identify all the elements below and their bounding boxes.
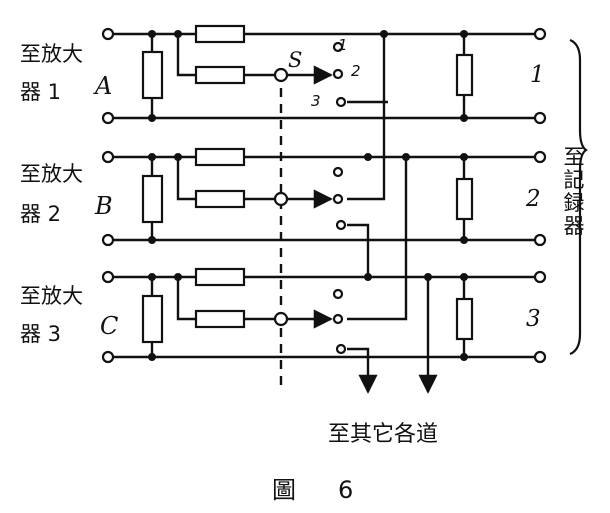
amplifier-2-label-line2: 器 2 bbox=[20, 202, 62, 226]
amplifier-3-label-line1: 至放大 bbox=[20, 284, 83, 308]
to-other-channels-label: 至其它各道 bbox=[328, 422, 439, 447]
ch2-output-bottom-junction bbox=[460, 236, 468, 244]
ch3-switch-pivot bbox=[273, 311, 289, 327]
ch2-shunt-bottom-junction bbox=[148, 236, 156, 244]
amplifier-3-label-line2: 器 3 bbox=[20, 322, 62, 346]
ch3-input-top-terminal bbox=[101, 270, 115, 284]
output-2-number: 2 bbox=[526, 186, 541, 212]
ch3-output-bottom-terminal bbox=[533, 350, 547, 364]
amplifier-2-label-line1: 至放大 bbox=[20, 162, 83, 186]
sw3-contact-2 bbox=[332, 313, 344, 325]
ch1-input-top-terminal bbox=[101, 27, 115, 41]
amplifier-1-label-line1: 至放大 bbox=[20, 42, 83, 66]
recorder-brace bbox=[569, 38, 588, 356]
switch-position-1-label: 1 bbox=[338, 36, 348, 54]
switch-position-2-label: 2 bbox=[351, 62, 361, 80]
sw2-contact-1 bbox=[332, 166, 344, 178]
ch3-series-resistor bbox=[194, 267, 246, 287]
ch3-output-top-terminal bbox=[533, 270, 547, 284]
ch2-shunt-top-junction bbox=[148, 153, 156, 161]
ch1-output-resistor bbox=[455, 53, 474, 97]
sw2-to-ch1-junction bbox=[380, 30, 388, 38]
sw3-contact-1 bbox=[332, 288, 344, 300]
ch1-branch-junction bbox=[174, 30, 182, 38]
ch2-output-top-junction bbox=[460, 153, 468, 161]
ch2-output-top-terminal bbox=[533, 150, 547, 164]
ch3-branch-junction bbox=[174, 273, 182, 281]
sw3-to-ch2-junction bbox=[402, 153, 410, 161]
output-1-number: 1 bbox=[530, 62, 545, 88]
sw2-contact-3-lead bbox=[347, 223, 370, 277]
sw3-contact-3 bbox=[335, 343, 347, 355]
ch2-branch-junction bbox=[174, 153, 182, 161]
output-3-number: 3 bbox=[526, 306, 541, 332]
ch3-output-bottom-junction bbox=[460, 353, 468, 361]
ch1-output-bottom-junction bbox=[460, 114, 468, 122]
sw3-contact-3-lead bbox=[347, 347, 378, 394]
sw2-contact-3 bbox=[335, 219, 347, 231]
sw1-contact-1 bbox=[332, 41, 344, 53]
amplifier-1-label-line2: 器 1 bbox=[20, 80, 62, 104]
channel-c-letter: C bbox=[100, 312, 119, 340]
ch2-series-resistor bbox=[194, 147, 246, 167]
ch1-series-resistor bbox=[194, 24, 246, 44]
ch1-shunt-top-junction bbox=[148, 30, 156, 38]
to-recorder-label: 至記録器 bbox=[563, 145, 585, 238]
ch1-output-top-terminal bbox=[533, 27, 547, 41]
ch3-shunt-bottom-junction bbox=[148, 353, 156, 361]
ch3-attenuator-resistor bbox=[194, 309, 246, 329]
ch3-input-bottom-terminal bbox=[101, 350, 115, 364]
ch2-output-bottom-terminal bbox=[533, 233, 547, 247]
ch1-output-top-junction bbox=[460, 30, 468, 38]
ch1-attenuator-resistor bbox=[194, 65, 246, 85]
ch3-shunt-top-junction bbox=[148, 273, 156, 281]
caption-prefix: 圖 bbox=[272, 476, 296, 504]
ch2-input-top-terminal bbox=[101, 150, 115, 164]
ch1-switch-pivot bbox=[273, 67, 289, 83]
sw1-contact-2 bbox=[332, 68, 344, 80]
sw3-to-ch2-wire bbox=[347, 157, 408, 321]
sw1-contact-3 bbox=[335, 96, 347, 108]
switch-s-label: S bbox=[288, 48, 303, 72]
ch1-shunt-bottom-junction bbox=[148, 114, 156, 122]
sw2-to-ch1-wire bbox=[347, 34, 386, 201]
channel-b-letter: B bbox=[95, 192, 113, 220]
sw2-contact-2 bbox=[332, 193, 344, 205]
ch1-output-bottom-terminal bbox=[533, 111, 547, 125]
ch3-output-top-junction bbox=[460, 273, 468, 281]
sw2-contact3-ch2-junction bbox=[364, 153, 372, 161]
ch3-other-channels-junction bbox=[424, 273, 432, 281]
ch3-shunt-resistor bbox=[141, 294, 164, 344]
ch2-shunt-resistor bbox=[141, 174, 164, 224]
switch-position-3-label: 3 bbox=[311, 92, 321, 110]
ch2-input-bottom-terminal bbox=[101, 233, 115, 247]
ch2-output-resistor bbox=[455, 177, 474, 221]
sw2-contact3-ch3-junction bbox=[364, 273, 372, 281]
ch1-shunt-resistor bbox=[141, 50, 164, 100]
ch1-input-bottom-terminal bbox=[101, 111, 115, 125]
ch3-output-resistor bbox=[455, 297, 474, 341]
caption-number: 6 bbox=[338, 476, 354, 504]
ch2-attenuator-resistor bbox=[194, 189, 246, 209]
channel-a-letter: A bbox=[95, 72, 113, 100]
ch2-switch-pivot bbox=[273, 191, 289, 207]
